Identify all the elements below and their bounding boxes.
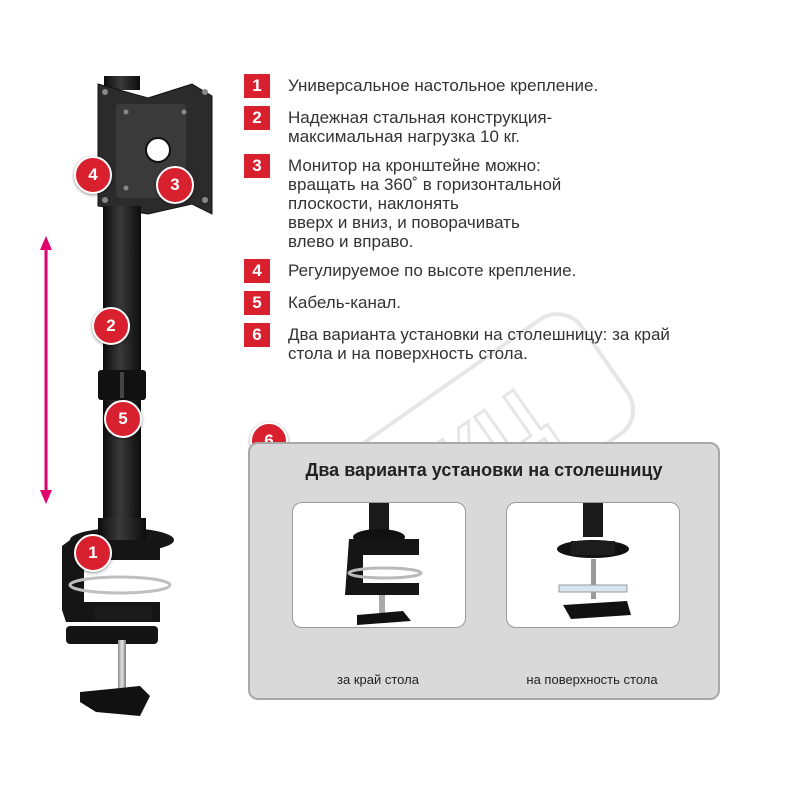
feature-item: 2 Надежная стальная конструкция- максима… [244, 106, 784, 146]
feature-number: 1 [244, 74, 270, 98]
feature-list: 1 Универсальное настольное крепление. 2 … [244, 74, 784, 371]
edge-mount-card [292, 502, 466, 628]
feature-item: 6 Два варианта установки на столешницу: … [244, 323, 784, 363]
caption-surface: на поверхность стола [526, 672, 658, 687]
pole [103, 206, 141, 530]
surface-mount-image [557, 503, 631, 619]
feature-item: 5 Кабель-канал. [244, 291, 784, 315]
feature-item: 3 Монитор на кронштейне можно: вращать н… [244, 154, 784, 251]
badge-2: 2 [92, 307, 130, 345]
feature-text: Кабель-канал. [288, 293, 401, 312]
edge-mount-image [345, 503, 423, 625]
feature-item: 1 Универсальное настольное крепление. [244, 74, 784, 98]
desk-clamp [62, 540, 172, 716]
mounting-options-panel: Два варианта установки на столешницу за … [248, 442, 720, 700]
badge-4: 4 [74, 156, 112, 194]
feature-number: 2 [244, 106, 270, 130]
vesa-plate [97, 83, 213, 215]
badge-3: 3 [156, 166, 194, 204]
badge-5: 5 [104, 400, 142, 438]
surface-mount-card [506, 502, 680, 628]
caption-edge: за край стола [337, 672, 419, 687]
feature-item: 4 Регулируемое по высоте крепление. [244, 259, 784, 283]
feature-text: Надежная стальная конструкция- максималь… [288, 108, 553, 146]
badge-1: 1 [74, 534, 112, 572]
feature-number: 6 [244, 323, 270, 347]
feature-text: Монитор на кронштейне можно: вращать на … [288, 156, 562, 251]
feature-number: 4 [244, 259, 270, 283]
height-adjust-arrow [40, 236, 52, 504]
feature-number: 5 [244, 291, 270, 315]
feature-number: 3 [244, 154, 270, 178]
feature-text: Два варианта установки на столешницу: за… [288, 325, 670, 363]
feature-text: Регулируемое по высоте крепление. [288, 261, 577, 280]
panel-title: Два варианта установки на столешницу [305, 460, 663, 480]
feature-text: Универсальное настольное крепление. [288, 76, 599, 95]
